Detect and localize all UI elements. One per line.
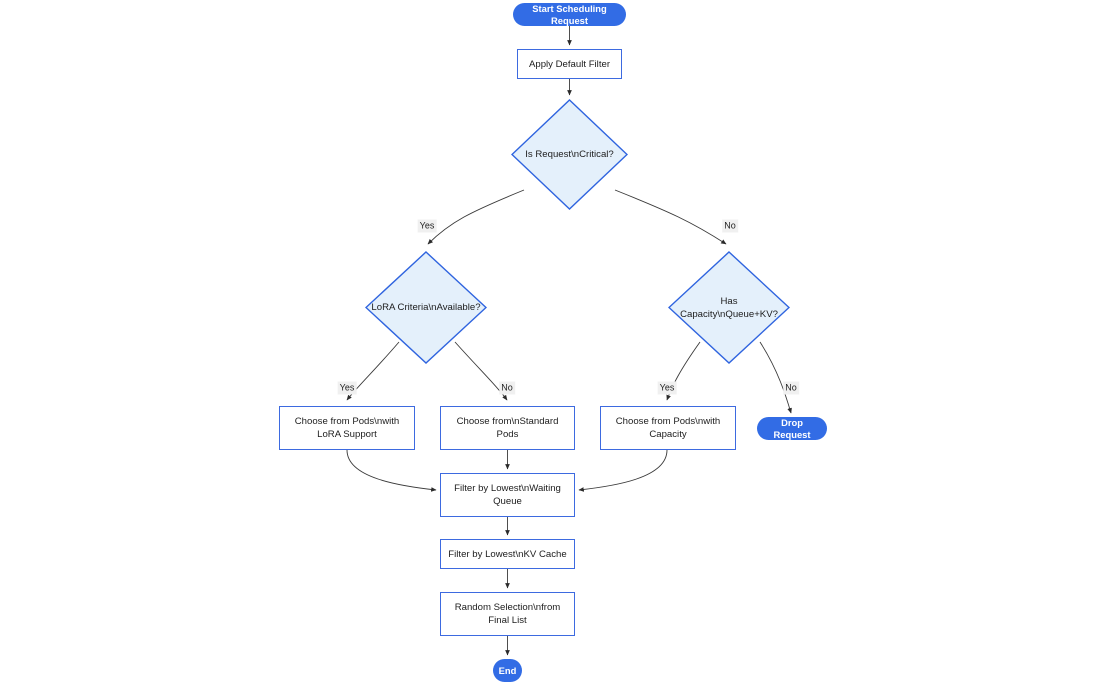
terminal-node-start[interactable]: Start Scheduling Request <box>513 3 626 26</box>
flow-edge <box>427 189 525 245</box>
node-label: Random Selection\nfrom Final List <box>454 602 561 626</box>
edge-label-e-critical-lora: Yes <box>417 219 437 233</box>
process-node-filter_queue[interactable]: Filter by Lowest\nWaiting Queue <box>440 473 575 517</box>
edge-label-e-lora-std: No <box>499 381 515 395</box>
decision-node-lora_criteria[interactable]: LoRA Criteria\nAvailable? <box>365 251 487 364</box>
node-label: Filter by Lowest\nWaiting Queue <box>454 483 561 507</box>
node-label: Choose from Pods\nwith Capacity <box>615 416 721 440</box>
terminal-node-drop_request[interactable]: Drop Request <box>757 417 827 440</box>
flow-edge <box>614 189 727 245</box>
flow-edge <box>578 449 668 492</box>
diamond-shape <box>365 251 487 364</box>
edge-label-e-cap-choose: Yes <box>657 381 677 395</box>
process-node-random_sel[interactable]: Random Selection\nfrom Final List <box>440 592 575 636</box>
node-label: Choose from\nStandard Pods <box>456 416 559 440</box>
process-node-choose_lora[interactable]: Choose from Pods\nwith LoRA Support <box>279 406 415 450</box>
process-node-choose_cap[interactable]: Choose from Pods\nwith Capacity <box>600 406 736 450</box>
node-label: Start Scheduling Request <box>532 2 607 26</box>
diamond-shape <box>668 251 790 364</box>
flow-edge <box>346 449 437 492</box>
node-label: Drop Request <box>773 416 811 440</box>
process-node-filter_kv[interactable]: Filter by Lowest\nKV Cache <box>440 539 575 569</box>
node-label: End <box>498 664 517 676</box>
node-label: Filter by Lowest\nKV Cache <box>448 548 567 560</box>
edge-label-e-lora-choose: Yes <box>337 381 357 395</box>
node-label: Apply Default Filter <box>528 58 611 70</box>
decision-node-has_capacity[interactable]: Has Capacity\nQueue+KV? <box>668 251 790 364</box>
edge-label-e-cap-drop: No <box>783 381 799 395</box>
node-label: Choose from Pods\nwith LoRA Support <box>294 416 400 440</box>
diamond-shape <box>511 99 628 210</box>
terminal-node-end[interactable]: End <box>493 659 522 682</box>
process-node-apply_filter[interactable]: Apply Default Filter <box>517 49 622 79</box>
edge-label-e-critical-capacity: No <box>722 219 738 233</box>
decision-node-is_critical[interactable]: Is Request\nCritical? <box>511 99 628 210</box>
process-node-choose_std[interactable]: Choose from\nStandard Pods <box>440 406 575 450</box>
